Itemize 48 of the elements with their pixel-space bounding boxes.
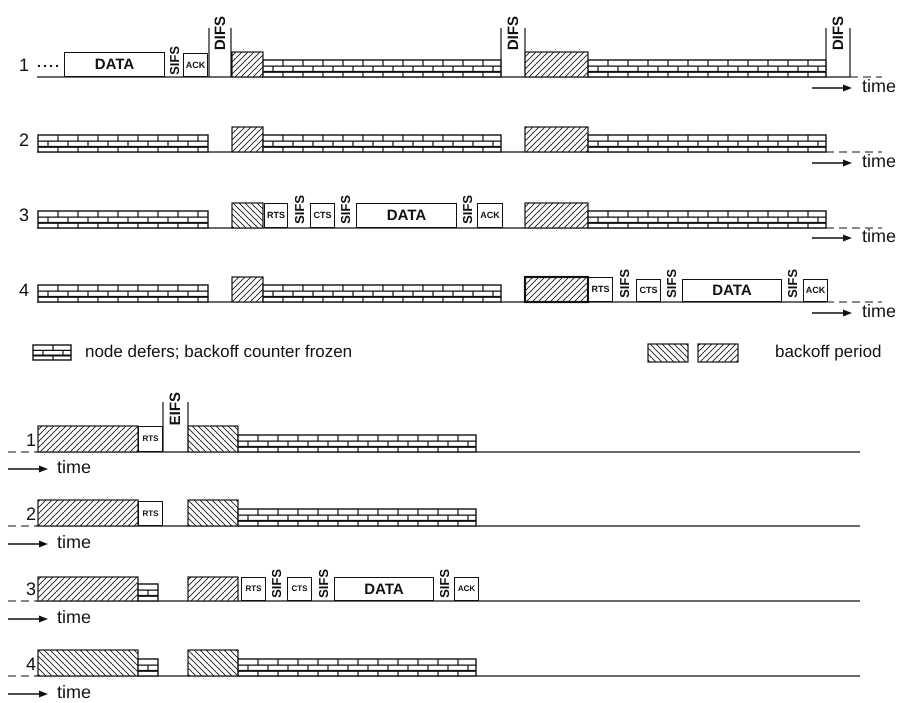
interval-label: SIFS — [316, 569, 330, 598]
interval-label: SIFS — [786, 269, 799, 298]
station-number: 2 — [19, 131, 30, 151]
legend-label: node defers; backoff counter frozen — [85, 343, 352, 362]
frame-box: CTS — [310, 203, 335, 228]
interval-label: DIFS — [506, 16, 520, 50]
axis-label: time — [57, 458, 92, 478]
station-number: 4 — [19, 281, 30, 301]
frame-box: DATA — [682, 279, 782, 302]
frame-box: CTS — [287, 577, 312, 601]
axis-label: time — [57, 608, 92, 628]
interval-label: SIFS — [438, 569, 450, 598]
interval-label: SIFS — [618, 269, 631, 298]
interval-label: DIFS — [830, 16, 846, 50]
interval-label: SIFS — [339, 195, 352, 224]
interval-label: SIFS — [460, 195, 474, 224]
station-number: 3 — [19, 206, 30, 226]
axis-label: time — [862, 77, 896, 97]
frame-box: RTS — [138, 501, 163, 526]
frame-box: RTS — [241, 577, 266, 601]
station-number: 4 — [26, 655, 36, 675]
interval-label: DIFS — [212, 16, 228, 50]
frame-box: CTS — [636, 279, 661, 302]
axis-label: time — [57, 683, 92, 703]
interval-label: SIFS — [292, 195, 306, 224]
axis-label: time — [862, 227, 896, 247]
frame-box: ACK — [477, 203, 503, 228]
station-number: 3 — [26, 580, 36, 600]
interval-label: SIFS — [270, 569, 283, 598]
frame-box: RTS — [138, 426, 163, 452]
interval-label: SIFS — [168, 46, 180, 75]
legend-label: backoff period — [775, 343, 882, 362]
interval-label: SIFS — [665, 269, 678, 298]
axis-label: time — [57, 533, 92, 553]
station-number: 1 — [26, 431, 36, 451]
frame-box: DATA — [334, 577, 434, 601]
frame-box: RTS — [588, 277, 613, 302]
frame-box: DATA — [356, 203, 457, 228]
station-number: 1 — [19, 56, 30, 76]
station-number: 2 — [26, 505, 36, 525]
frame-box: ACK — [183, 53, 208, 77]
interval-label: EIFS — [168, 392, 183, 425]
frame-box: ACK — [803, 279, 828, 302]
axis-label: time — [862, 302, 896, 322]
frame-box: ACK — [454, 577, 479, 601]
frame-box: RTS — [264, 203, 288, 228]
axis-label: time — [862, 152, 896, 172]
frame-box: DATA — [64, 52, 165, 77]
